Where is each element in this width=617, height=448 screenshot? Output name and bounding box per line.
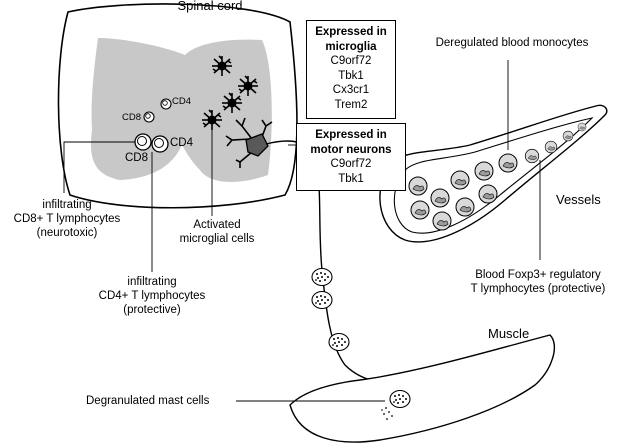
cd8-bottom-label: CD8 bbox=[125, 152, 149, 164]
cd4-t-cell-bottom bbox=[151, 135, 169, 153]
motor-neuron-expression-box: Expressed in motor neurons C9orf72 Tbk1 bbox=[296, 123, 406, 191]
cd8-t-cell-bottom bbox=[134, 133, 152, 151]
mast-cell-2 bbox=[311, 290, 333, 310]
motor-neuron-gene-2: Tbk1 bbox=[338, 172, 364, 185]
microglia-cell-3 bbox=[221, 92, 243, 114]
cd8-t-cell-top bbox=[143, 111, 155, 123]
muscle-label: Muscle bbox=[488, 326, 530, 341]
motor-neuron-box-heading-1: Expressed in bbox=[315, 129, 387, 141]
cd8-t-lymphocytes-label: infiltrating CD8+ T lymphocytes (neuroto… bbox=[13, 199, 121, 239]
pointer-lines bbox=[63, 60, 541, 402]
mast-cells-label: Degranulated mast cells bbox=[86, 395, 210, 407]
motor-neuron-box-heading-2: motor neurons bbox=[310, 143, 392, 156]
vessels-label: Vessels bbox=[556, 192, 601, 207]
microglia-box-heading-1: Expressed in bbox=[315, 26, 387, 38]
microglia-box-heading-2: microglia bbox=[325, 40, 377, 53]
motor-neuron bbox=[225, 117, 273, 168]
activated-microglia-label: Activated microglial cells bbox=[179, 219, 255, 245]
mast-cell-3 bbox=[328, 332, 350, 352]
tregs-label: Blood Foxp3+ regulatory T lymphocytes (p… bbox=[470, 269, 606, 295]
microglia-gene-4: Trem2 bbox=[334, 98, 368, 111]
mast-cell-1 bbox=[311, 267, 333, 287]
diagram-title: Spinal cord bbox=[177, 0, 243, 13]
microglia-expression-box: Expressed in microglia C9orf72 Tbk1 Cx3c… bbox=[306, 20, 396, 119]
muscle bbox=[289, 334, 555, 443]
blood-vessel bbox=[379, 104, 608, 243]
microglia-cell-2 bbox=[237, 75, 259, 97]
microglia-gene-3: Cx3cr1 bbox=[332, 84, 370, 96]
cd4-t-cell-top bbox=[160, 98, 172, 110]
microglia-cell-4 bbox=[201, 109, 223, 131]
microglia-gene-2: Tbk1 bbox=[338, 69, 364, 82]
cd4-bottom-label: CD4 bbox=[170, 137, 194, 149]
motor-neuron-gene-1: C9orf72 bbox=[330, 158, 372, 170]
cd4-top-label: CD4 bbox=[172, 96, 192, 107]
monocytes-label: Deregulated blood monocytes bbox=[435, 37, 589, 49]
degranulated-mast-cell bbox=[381, 389, 411, 420]
cd8-top-label: CD8 bbox=[122, 112, 142, 123]
microglia-cell-1 bbox=[211, 55, 233, 77]
microglia-gene-1: C9orf72 bbox=[330, 55, 372, 67]
cd4-t-lymphocytes-label: infiltrating CD4+ T lymphocytes (protect… bbox=[98, 276, 206, 316]
